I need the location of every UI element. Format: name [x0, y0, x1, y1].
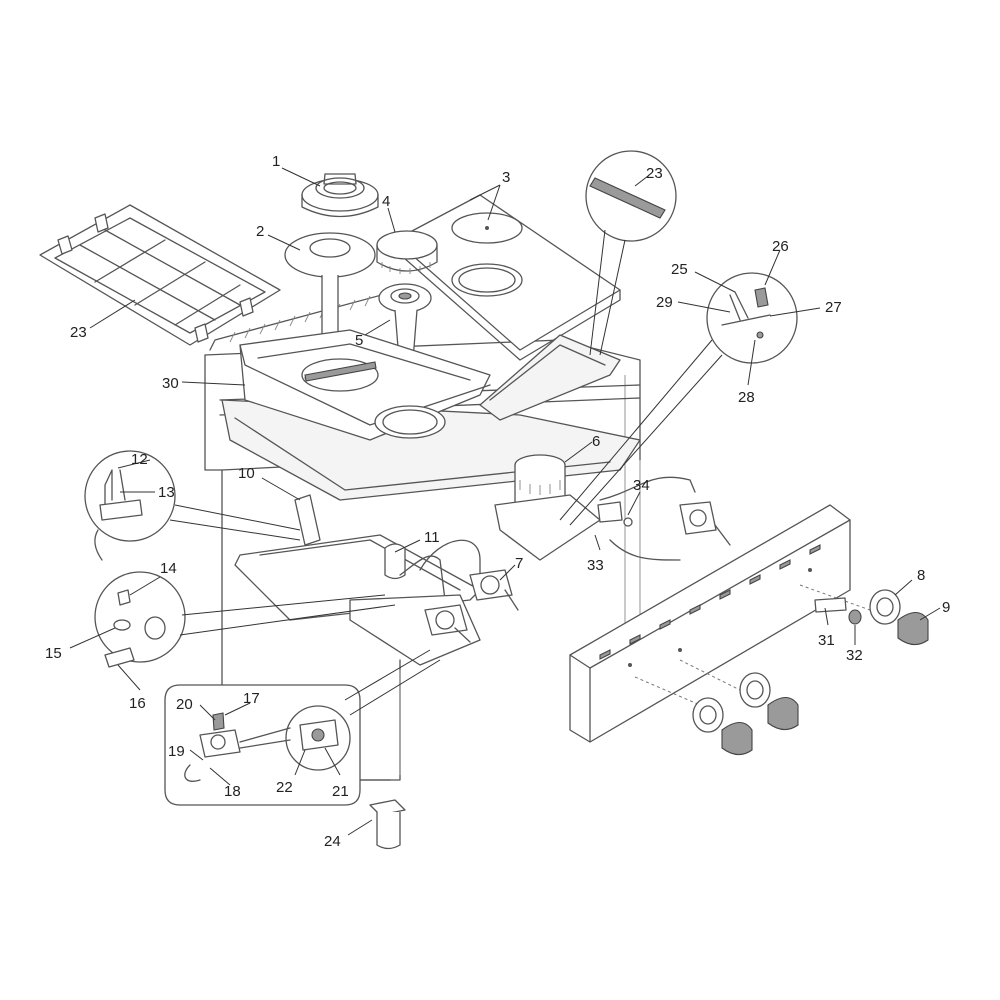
gas-valve-pair — [424, 569, 519, 643]
gas-manifold — [234, 494, 481, 666]
part-label: 17 — [243, 690, 260, 707]
part-label: 22 — [276, 779, 293, 796]
part-label: 6 — [592, 433, 600, 450]
part-label: 15 — [45, 645, 62, 662]
part-label: 13 — [158, 484, 175, 501]
part-label: 11 — [424, 529, 440, 546]
part-label: 7 — [515, 555, 523, 572]
part-label: 3 — [502, 169, 510, 186]
griddle-hotplate — [394, 194, 621, 361]
part-label: 23 — [646, 165, 663, 182]
part-label: 29 — [656, 294, 673, 311]
part-label: 25 — [671, 261, 688, 278]
part-label: 2 — [256, 223, 264, 240]
callout-igniter — [84, 450, 301, 561]
part-label: 9 — [942, 599, 950, 616]
part-label: 16 — [129, 695, 146, 712]
part-label: 1 — [272, 153, 280, 170]
callout-thermocouple — [559, 272, 798, 526]
leader-lines — [69, 167, 941, 836]
right-drip-tray — [479, 334, 621, 421]
burner-base-large — [284, 232, 376, 339]
part-label: 33 — [587, 557, 604, 574]
part-label: 30 — [162, 375, 179, 392]
part-label: 32 — [846, 647, 863, 664]
callout-valve-detail — [164, 649, 441, 806]
gas-valve-right — [597, 476, 731, 561]
adjustable-foot — [369, 799, 406, 850]
part-label: 8 — [917, 567, 925, 584]
part-label: 31 — [818, 632, 835, 649]
callout-flame-guard-strip — [585, 150, 677, 356]
knob-guide-lines — [634, 584, 871, 706]
part-label: 12 — [131, 451, 148, 468]
part-label: 34 — [633, 477, 650, 494]
part-label: 14 — [160, 560, 177, 577]
part-label: 21 — [332, 783, 349, 800]
callout-fittings — [94, 571, 396, 668]
burner-crown-small — [301, 173, 379, 218]
part-label: 4 — [382, 193, 390, 210]
part-number-labels: 1 2 3 4 5 6 7 8 9 10 11 12 13 14 15 16 1… — [45, 153, 950, 850]
part-label: 23 — [70, 324, 87, 341]
part-label: 18 — [224, 783, 241, 800]
part-label: 26 — [772, 238, 789, 255]
burner-cap — [376, 230, 438, 274]
part-label: 27 — [825, 299, 842, 316]
part-label: 19 — [168, 743, 185, 760]
wok-burner — [494, 454, 601, 561]
part-label: 28 — [738, 389, 755, 406]
pan-support-grid — [39, 204, 281, 346]
drip-pan-tray — [239, 329, 491, 441]
part-label: 24 — [324, 833, 341, 850]
control-panel-fascia — [569, 504, 851, 743]
part-label: 5 — [355, 332, 363, 349]
part-label: 20 — [176, 696, 193, 713]
control-knobs — [692, 589, 929, 756]
part-label: 10 — [238, 465, 255, 482]
